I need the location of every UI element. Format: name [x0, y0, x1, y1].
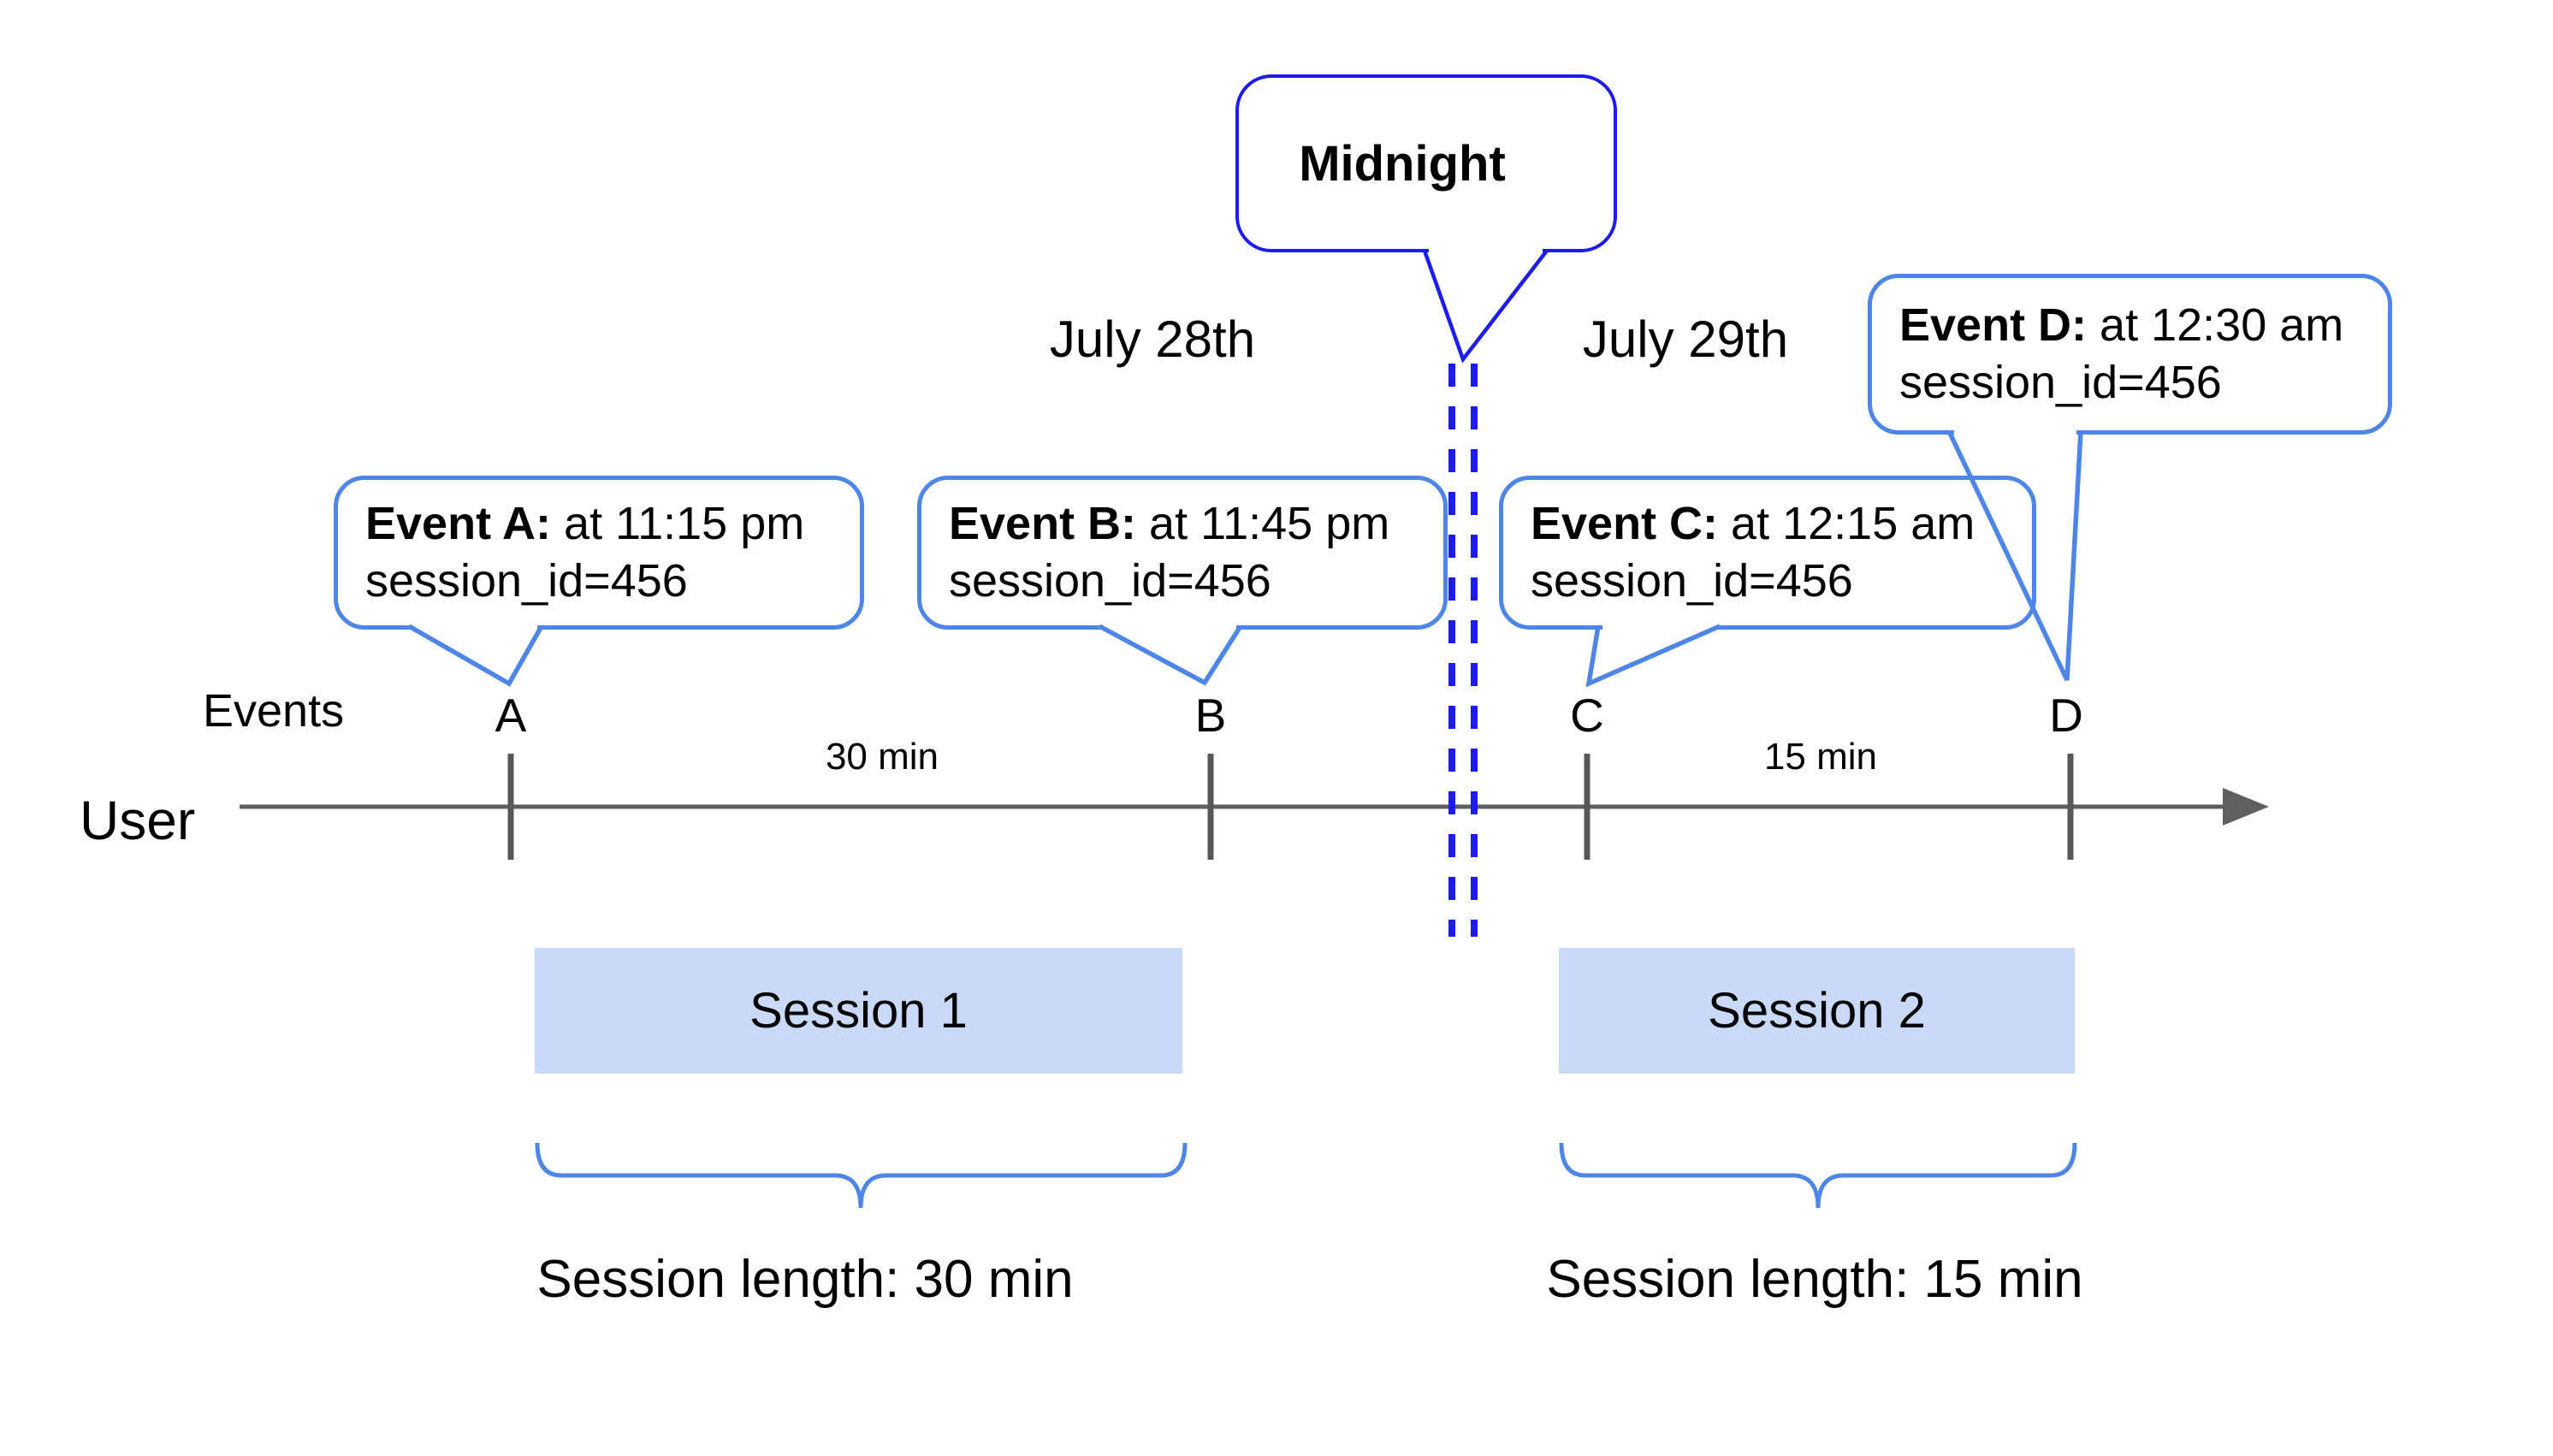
- event-a-callout-line1: Event A: at 11:15 pm: [365, 495, 860, 553]
- event-a-callout-tail: [407, 624, 544, 687]
- event-a-callout: Event A: at 11:15 pm session_id=456: [334, 476, 864, 630]
- midnight-callout-tail: [1422, 249, 1549, 364]
- event-d-session-id: session_id=456: [1899, 357, 2222, 408]
- event-c-callout-tail: [1585, 624, 1721, 688]
- session-1-length-label: Session length: 30 min: [536, 1250, 1074, 1309]
- session-1-brace: [535, 1142, 1188, 1209]
- event-letter-c: C: [1570, 689, 1604, 742]
- event-a-title: Event A:: [365, 498, 552, 549]
- event-d-callout-tail: [1946, 429, 2083, 682]
- event-c-session-id: session_id=456: [1531, 555, 1853, 607]
- event-c-callout-line1: Event C: at 12:15 am: [1531, 495, 2032, 553]
- event-d-callout-line1: Event D: at 12:30 am: [1899, 297, 2388, 354]
- event-d-time: at 12:30 am: [2087, 299, 2344, 351]
- event-letter-b: B: [1194, 689, 1227, 742]
- user-axis-label: User: [80, 790, 196, 851]
- session-1-box: Session 1: [535, 948, 1182, 1074]
- event-letter-a: A: [495, 689, 527, 742]
- event-d-title: Event D:: [1899, 299, 2088, 351]
- events-axis-label: Events: [203, 685, 345, 737]
- event-a-session-id: session_id=456: [365, 555, 688, 607]
- date-label-july-29: July 29th: [1582, 311, 1789, 368]
- session-2-box: Session 2: [1559, 948, 2075, 1074]
- event-b-callout: Event B: at 11:45 pm session_id=456: [917, 476, 1448, 630]
- event-b-time: at 11:45 pm: [1136, 498, 1390, 549]
- session-2-length-label: Session length: 15 min: [1546, 1250, 2083, 1309]
- session-2-brace: [1559, 1142, 2077, 1209]
- event-c-callout: Event C: at 12:15 am session_id=456: [1499, 476, 2036, 630]
- event-d-callout: Event D: at 12:30 am session_id=456: [1868, 274, 2392, 435]
- date-label-july-28: July 28th: [1049, 311, 1256, 368]
- event-b-callout-line1: Event B: at 11:45 pm: [949, 495, 1443, 553]
- interval-label-15min: 15 min: [1763, 736, 1878, 778]
- event-b-title: Event B:: [949, 498, 1137, 549]
- event-b-callout-tail: [1098, 624, 1243, 686]
- event-a-time: at 11:15 pm: [551, 498, 805, 549]
- event-letter-d: D: [2049, 689, 2083, 742]
- timeline-arrowhead-icon: [2223, 788, 2269, 826]
- midnight-callout-label: Midnight: [1299, 135, 1506, 192]
- interval-label-30min: 30 min: [825, 736, 939, 778]
- event-c-time: at 12:15 am: [1718, 498, 1975, 549]
- session-2-label: Session 2: [1708, 983, 1926, 1039]
- session-1-label: Session 1: [749, 983, 968, 1039]
- event-c-title: Event C:: [1531, 498, 1719, 549]
- event-b-session-id: session_id=456: [949, 555, 1271, 607]
